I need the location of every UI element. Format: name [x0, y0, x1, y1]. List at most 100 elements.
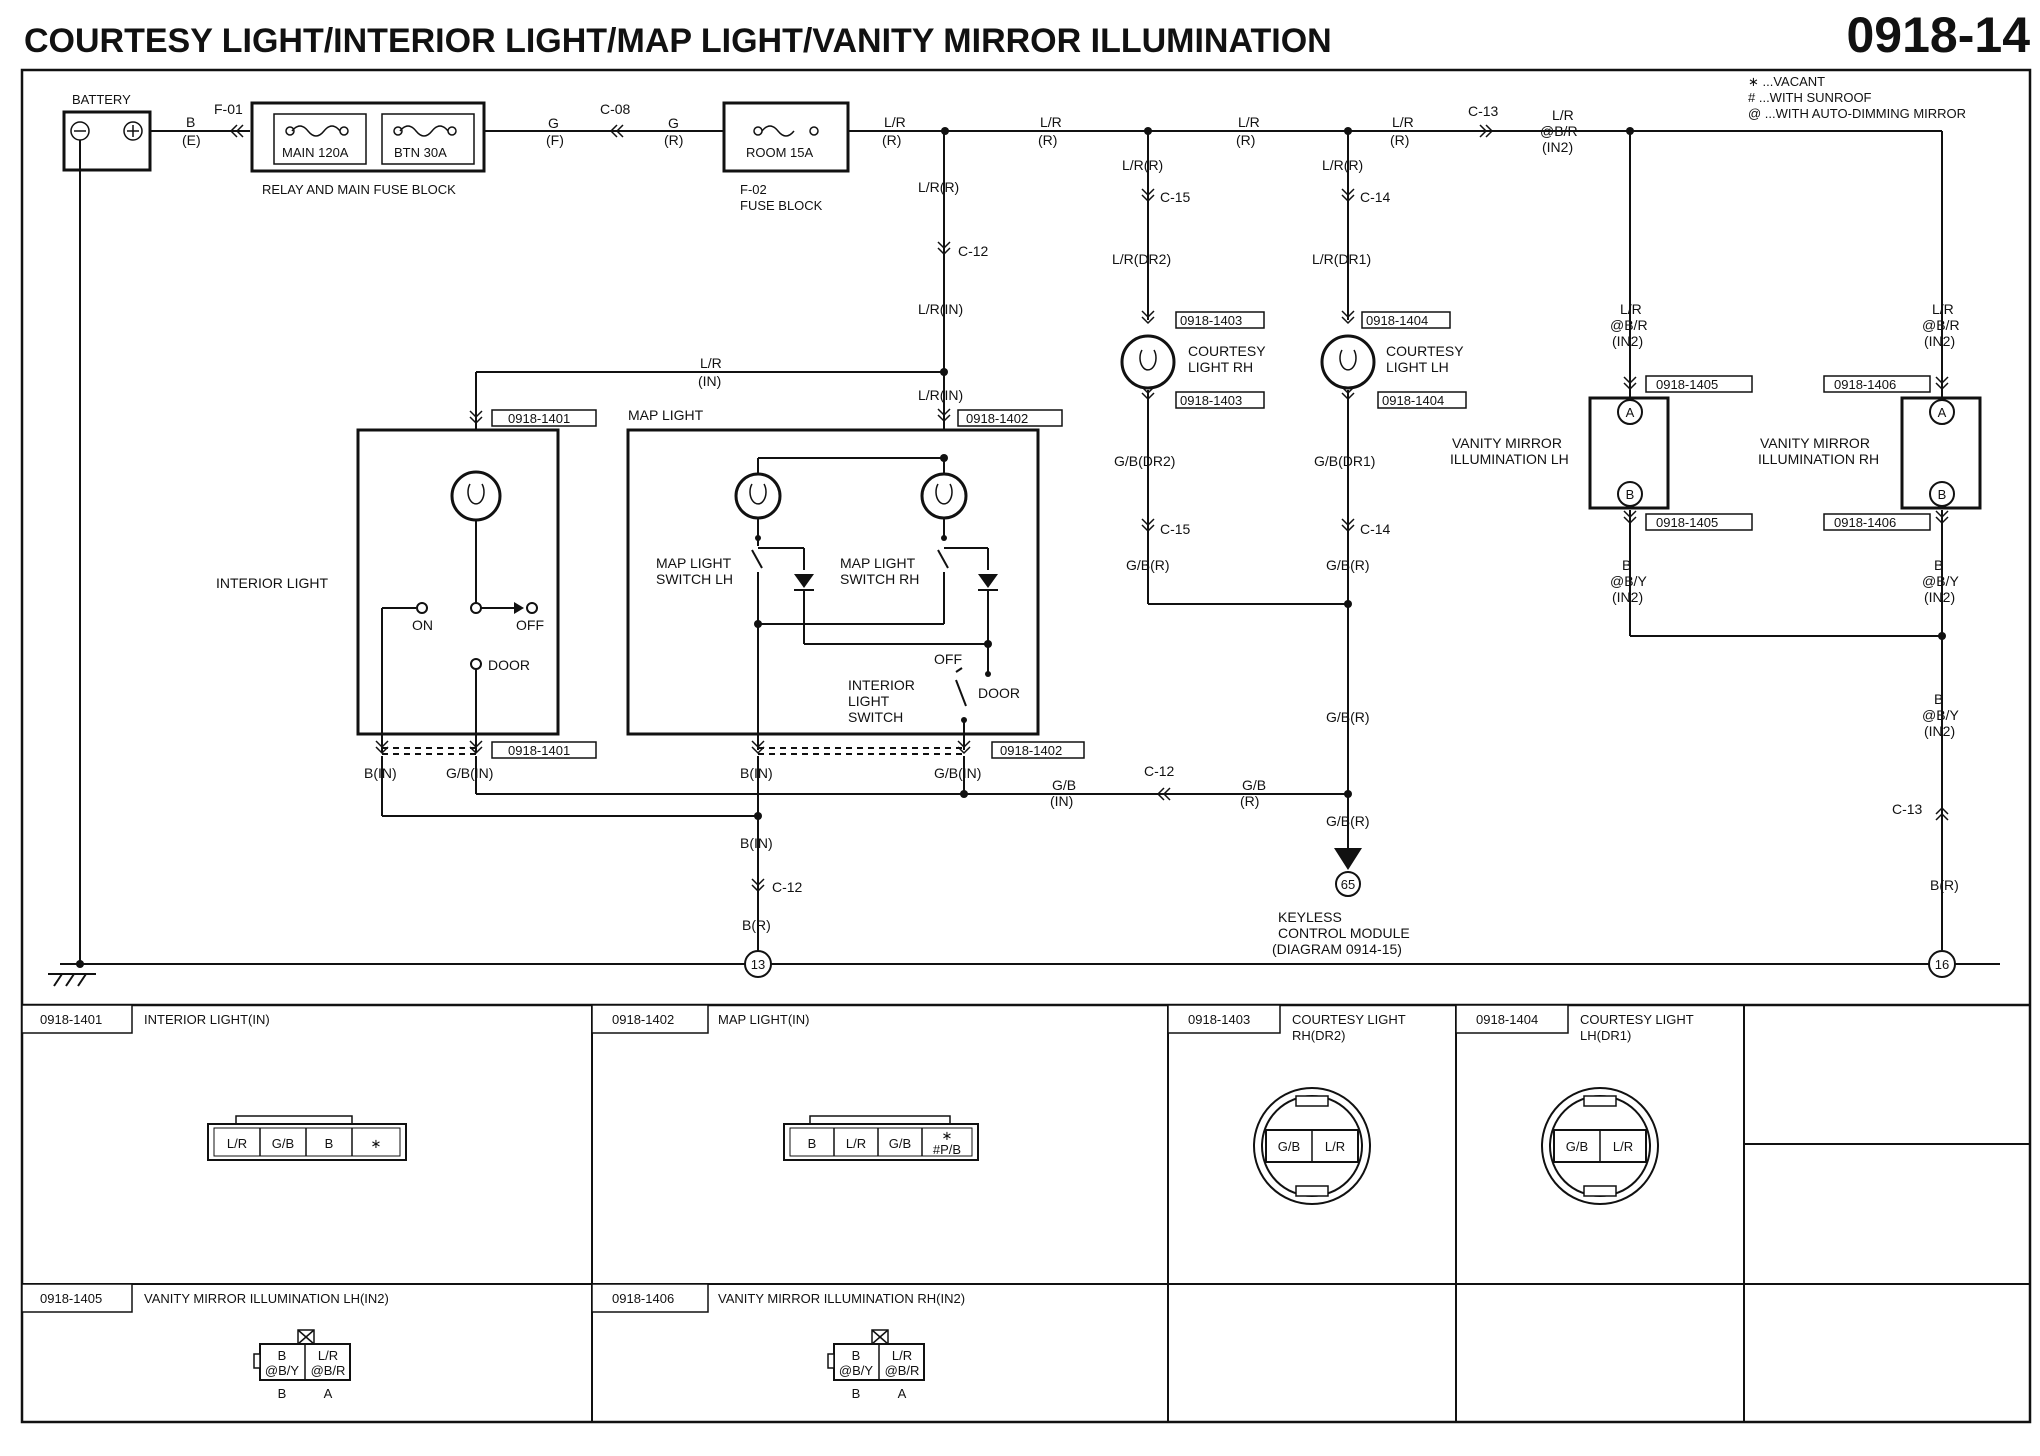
svg-text:C-08: C-08: [600, 101, 631, 117]
svg-text:L/R: L/R: [700, 355, 722, 371]
svg-text:0918-1405: 0918-1405: [40, 1291, 102, 1306]
svg-text:G/B(IN): G/B(IN): [446, 765, 493, 781]
interior-light-switch: [955, 679, 967, 707]
svg-text:@B/R: @B/R: [311, 1363, 346, 1378]
svg-text:C-15: C-15: [1160, 189, 1191, 205]
svg-text:∗: ∗: [371, 1136, 382, 1151]
legend-sunroof: # ...WITH SUNROOF: [1748, 90, 1872, 105]
svg-text:G: G: [668, 115, 679, 131]
svg-text:L/R(IN): L/R(IN): [918, 387, 963, 403]
svg-text:G/B: G/B: [1278, 1139, 1300, 1154]
svg-text:A: A: [1938, 405, 1947, 420]
svg-text:G/B(IN): G/B(IN): [934, 765, 981, 781]
svg-text:(R): (R): [882, 132, 901, 148]
svg-text:13: 13: [751, 957, 765, 972]
svg-text:B(IN): B(IN): [740, 765, 773, 781]
svg-text:L/R: L/R: [1392, 114, 1414, 130]
map-light-switch-lh: [751, 549, 763, 569]
svg-text:OFF: OFF: [934, 651, 962, 667]
svg-text:VANITY MIRROR ILLUMINATION LH(: VANITY MIRROR ILLUMINATION LH(IN2): [144, 1291, 389, 1306]
interior-light-bulb: [450, 470, 502, 522]
svg-text:0918-1401: 0918-1401: [508, 743, 570, 758]
svg-text:L/R: L/R: [1040, 114, 1062, 130]
svg-text:G/B: G/B: [889, 1136, 911, 1151]
svg-text:L/R: L/R: [1613, 1139, 1633, 1154]
svg-text:OFF: OFF: [516, 617, 544, 633]
svg-text:G/B: G/B: [272, 1136, 294, 1151]
svg-text:@B/Y: @B/Y: [1610, 573, 1647, 589]
svg-text:A: A: [324, 1386, 333, 1401]
svg-text:@B/R: @B/R: [1540, 123, 1578, 139]
svg-text:#P/B: #P/B: [933, 1142, 961, 1157]
svg-text:(IN): (IN): [1050, 793, 1073, 809]
svg-text:G/B: G/B: [1242, 777, 1266, 793]
svg-text:@B/Y: @B/Y: [839, 1363, 873, 1378]
svg-text:LIGHT LH: LIGHT LH: [1386, 359, 1449, 375]
svg-text:B: B: [186, 114, 195, 130]
svg-text:MAP LIGHT: MAP LIGHT: [628, 407, 704, 423]
ground-arrow-65: [1334, 848, 1362, 870]
legend-vacant: ∗ ...VACANT: [1748, 74, 1825, 89]
svg-text:0918-1401: 0918-1401: [508, 411, 570, 426]
svg-text:INTERIOR LIGHT(IN): INTERIOR LIGHT(IN): [144, 1012, 270, 1027]
diagram-number: 0918-14: [1847, 7, 2031, 63]
terminal-65: [1335, 871, 1361, 897]
f02-fuse-block: [722, 101, 850, 173]
svg-text:(IN): (IN): [698, 373, 721, 389]
svg-text:L/R: L/R: [1552, 107, 1574, 123]
svg-text:L/R(R): L/R(R): [918, 179, 959, 195]
svg-text:G/B: G/B: [1052, 777, 1076, 793]
svg-text:G/B(R): G/B(R): [1326, 813, 1370, 829]
courtesy-light-rh-bulb: [1120, 334, 1176, 390]
svg-text:L/R: L/R: [884, 114, 906, 130]
svg-text:VANITY MIRROR: VANITY MIRROR: [1760, 435, 1870, 451]
svg-text:L/R(IN): L/R(IN): [918, 301, 963, 317]
svg-text:B(R): B(R): [1930, 877, 1959, 893]
svg-text:COURTESY: COURTESY: [1188, 343, 1266, 359]
svg-text:@B/Y: @B/Y: [1922, 707, 1959, 723]
svg-text:B: B: [278, 1348, 287, 1363]
svg-text:DOOR: DOOR: [978, 685, 1020, 701]
fuse-room-15a: ROOM 15A: [746, 145, 814, 160]
svg-text:0918-1402: 0918-1402: [1000, 743, 1062, 758]
svg-text:(IN2): (IN2): [1924, 723, 1955, 739]
svg-text:SWITCH: SWITCH: [848, 709, 903, 725]
svg-text:B(IN): B(IN): [740, 835, 773, 851]
svg-text:65: 65: [1341, 877, 1355, 892]
svg-text:G/B(R): G/B(R): [1326, 557, 1370, 573]
svg-text:C-12: C-12: [958, 243, 989, 259]
svg-text:INTERIOR: INTERIOR: [848, 677, 915, 693]
svg-text:F-01: F-01: [214, 101, 243, 117]
svg-text:G/B(R): G/B(R): [1326, 709, 1370, 725]
svg-text:C-14: C-14: [1360, 189, 1391, 205]
battery-symbol: [62, 110, 152, 172]
svg-text:L/R: L/R: [846, 1136, 866, 1151]
svg-text:B: B: [1938, 487, 1947, 502]
svg-text:(F): (F): [546, 132, 564, 148]
svg-text:0918-1402: 0918-1402: [612, 1012, 674, 1027]
battery-label: BATTERY: [72, 92, 131, 107]
svg-text:INTERIOR LIGHT: INTERIOR LIGHT: [216, 575, 328, 591]
svg-text:C-12: C-12: [772, 879, 803, 895]
svg-text:L/R: L/R: [1932, 301, 1954, 317]
svg-text:CONTROL MODULE: CONTROL MODULE: [1278, 925, 1410, 941]
svg-text:SWITCH RH: SWITCH RH: [840, 571, 919, 587]
terminal-16: [1928, 950, 1956, 978]
svg-text:C-13: C-13: [1892, 801, 1923, 817]
vanity-mirror-rh: [1900, 396, 1982, 510]
fuse-btn-30a: BTN 30A: [394, 145, 447, 160]
map-light-lh-bulb: [734, 472, 782, 520]
svg-text:B(IN): B(IN): [364, 765, 397, 781]
svg-text:G: G: [548, 115, 559, 131]
connector-table: 0918-1401 INTERIOR LIGHT(IN) L/R G/B B ∗…: [21, 1004, 2030, 1422]
svg-text:@B/R: @B/R: [1922, 317, 1960, 333]
map-light-rh-bulb: [920, 472, 968, 520]
svg-text:0918-1406: 0918-1406: [612, 1291, 674, 1306]
terminal-13: [744, 950, 772, 978]
svg-text:0918-1403: 0918-1403: [1180, 393, 1242, 408]
courtesy-light-lh-bulb: [1320, 334, 1376, 390]
svg-text:G/B(DR2): G/B(DR2): [1114, 453, 1175, 469]
svg-text:L/R: L/R: [318, 1348, 338, 1363]
svg-text:(IN2): (IN2): [1924, 589, 1955, 605]
